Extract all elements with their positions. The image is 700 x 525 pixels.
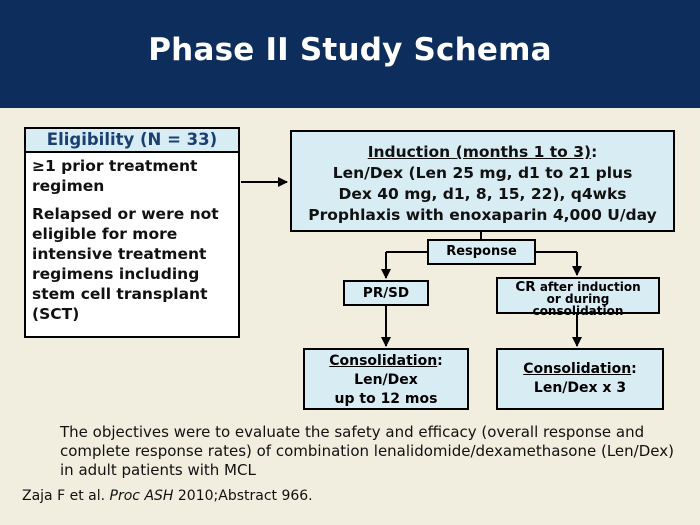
response-box: Response [427, 239, 536, 265]
consolidation-heading: Consolidation [329, 353, 438, 369]
journal-name: Proc ASH [109, 488, 174, 504]
cr-box: CR after induction or during consolidati… [496, 277, 660, 317]
title-banner [0, 0, 700, 108]
eligibility-criteria: ≥1 prior treatment regimen Relapsed or w… [24, 151, 240, 338]
citation: Zaja F et al. Proc ASH 2010;Abstract 966… [22, 488, 313, 504]
objectives-text: The objectives were to evaluate the safe… [60, 423, 674, 479]
consolidation-right-box: Consolidation: Len/Dex x 3 [496, 348, 664, 410]
consolidation-heading: Consolidation [523, 361, 632, 377]
induction-line: Dex 40 mg, d1, 8, 15, 22), q4wks [338, 185, 627, 203]
induction-heading: Induction (months 1 to 3) [367, 143, 592, 161]
induction-line: Prophlaxis with enoxaparin 4,000 U/day [308, 206, 657, 224]
eligibility-heading: Eligibility (N = 33) [24, 127, 240, 153]
eligibility-item: ≥1 prior treatment regimen [32, 157, 198, 195]
pr-sd-box: PR/SD [343, 280, 429, 306]
consolidation-left-box: Consolidation: Len/Dex up to 12 mos [303, 348, 469, 410]
slide-title: Phase II Study Schema [148, 32, 552, 68]
eligibility-item: Relapsed or were not eligible for more i… [32, 205, 219, 323]
cr-label: CR [515, 279, 536, 295]
induction-heading-line: Induction (months 1 to 3): [367, 143, 598, 161]
induction-line: Len/Dex (Len 25 mg, d1 to 21 plus [332, 164, 633, 182]
induction-box: Induction (months 1 to 3): Len/Dex (Len … [290, 130, 675, 232]
